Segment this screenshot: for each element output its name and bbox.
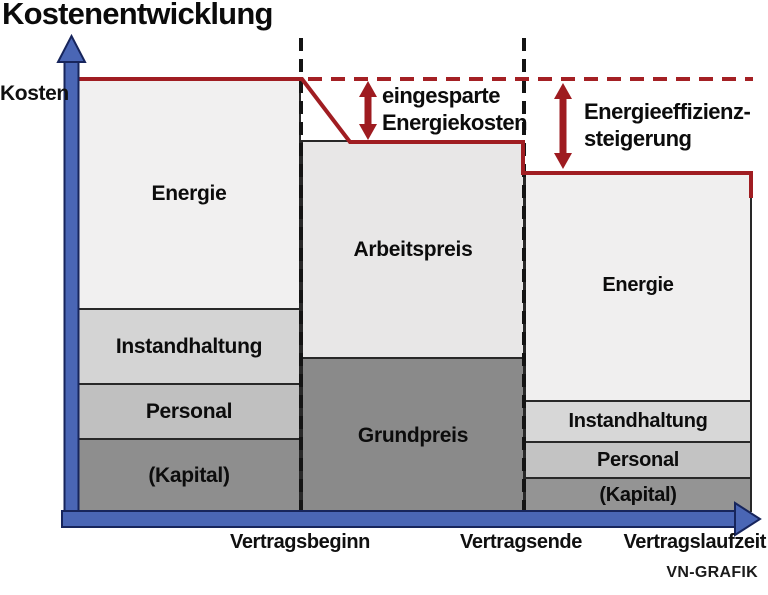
segment-energie: Energie <box>79 79 299 308</box>
x-tick-vertragslaufzeit: Vertragslaufzeit <box>623 531 766 553</box>
annotation-saved-line2: Energiekosten <box>382 110 528 135</box>
y-axis-label: Kosten <box>0 82 69 105</box>
annotation-saved-energy-costs: eingesparte Energiekosten <box>382 82 528 136</box>
segment-arbeitspreis: Arbeitspreis <box>303 142 523 357</box>
cost-bar-after-contract: Energie Instandhaltung Personal (Kapital… <box>524 171 752 512</box>
segment-instandhaltung: Instandhaltung <box>79 308 299 383</box>
annotation-efficiency-line1: Energieeffizienz- <box>584 99 751 124</box>
segment-personal: Personal <box>526 441 750 477</box>
segment-kapital: (Kapital) <box>526 477 750 512</box>
segment-personal: Personal <box>79 383 299 438</box>
graphic-credit: VN-GRAFIK <box>666 564 758 581</box>
cost-bar-before-contract: Energie Instandhaltung Personal (Kapital… <box>77 79 301 512</box>
saved-costs-arrow-icon <box>359 81 377 140</box>
annotation-saved-line1: eingesparte <box>382 83 501 108</box>
x-tick-vertragsbeginn: Vertragsbeginn <box>230 531 370 553</box>
segment-energie: Energie <box>526 171 750 400</box>
efficiency-arrow-icon <box>554 83 572 169</box>
segment-kapital: (Kapital) <box>79 438 299 512</box>
cost-bar-during-contract: Arbeitspreis Grundpreis <box>301 140 525 512</box>
annotation-efficiency-gain: Energieeffizienz- steigerung <box>584 98 751 152</box>
segment-grundpreis: Grundpreis <box>303 357 523 512</box>
page-title: Kostenentwicklung <box>2 0 273 31</box>
segment-instandhaltung: Instandhaltung <box>526 400 750 441</box>
x-tick-vertragsende: Vertragsende <box>460 531 582 553</box>
annotation-efficiency-line2: steigerung <box>584 126 692 151</box>
